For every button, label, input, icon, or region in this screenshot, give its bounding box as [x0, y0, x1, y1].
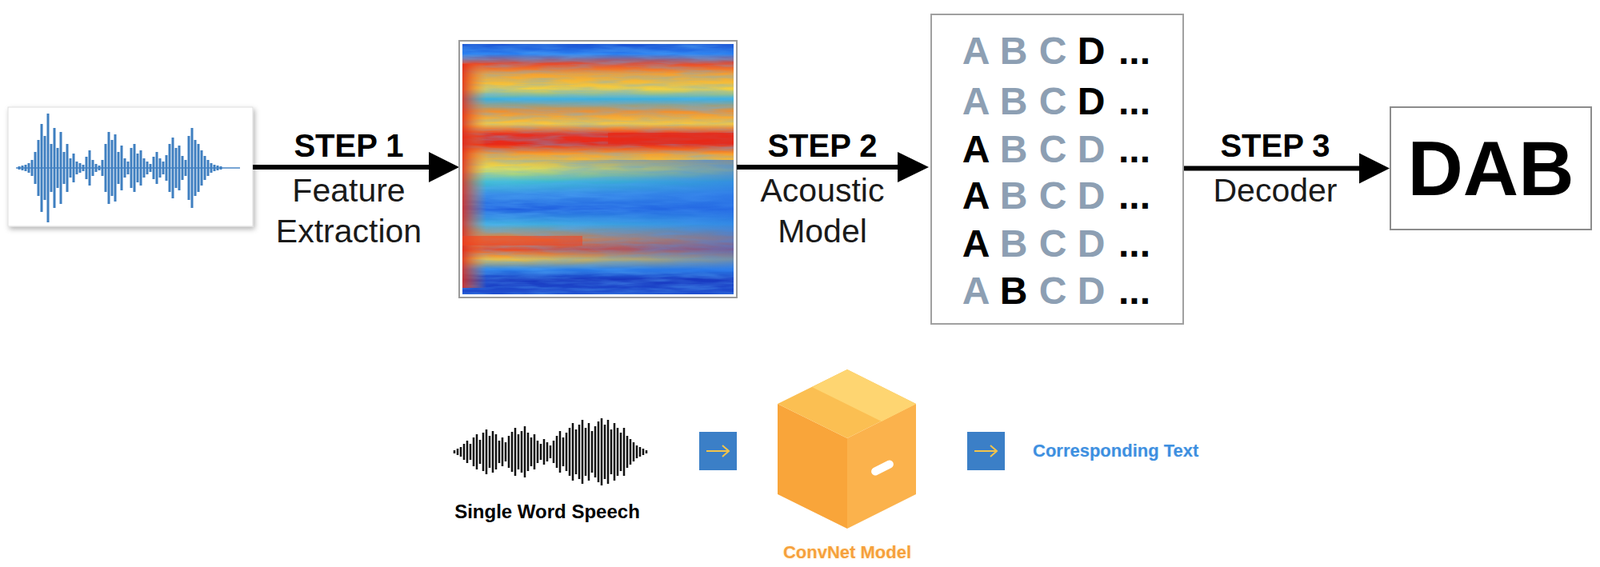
- input-caption: Single Word Speech: [427, 500, 668, 524]
- token-letter: ...: [1118, 79, 1151, 124]
- token-letter: C: [1039, 79, 1068, 124]
- token-letter: A: [962, 127, 991, 172]
- spectrogram: [462, 44, 734, 295]
- token-letter: A: [962, 221, 991, 266]
- token-letter: D: [1077, 28, 1106, 73]
- spectrogram-frame: [459, 40, 737, 298]
- token-letter: D: [1077, 173, 1106, 218]
- token-letter: A: [962, 173, 991, 218]
- token-letter: A: [962, 268, 991, 313]
- token-letter: B: [1000, 268, 1028, 313]
- token-letter: D: [1077, 268, 1106, 313]
- prediction-box: ABCD...ABCD...ABCD...ABCD...ABCD...ABCD.…: [930, 13, 1184, 325]
- output-text: DAB: [1408, 124, 1575, 213]
- waveform: [19, 113, 221, 223]
- token-letter: B: [1000, 173, 1028, 218]
- token-letter: C: [1039, 127, 1068, 172]
- token-letter: B: [1000, 221, 1028, 266]
- arrow-icon: [967, 432, 1005, 471]
- step-arrow-head: [428, 152, 460, 183]
- token-letter: D: [1077, 79, 1106, 124]
- token-letter: ...: [1118, 268, 1151, 313]
- token-letter: ...: [1118, 127, 1151, 172]
- speech-waveform: [454, 418, 647, 486]
- token-letter: A: [962, 28, 991, 73]
- token-letter: B: [1000, 127, 1028, 172]
- step-title: STEP 3: [1183, 128, 1368, 164]
- token-letter: D: [1077, 127, 1106, 172]
- token-letter: C: [1039, 268, 1068, 313]
- token-letter: ...: [1118, 221, 1151, 266]
- connector-line: [1184, 166, 1363, 172]
- token-letter: C: [1039, 173, 1068, 218]
- output-caption: Corresponding Text: [1032, 440, 1289, 463]
- output-box: DAB: [1389, 106, 1592, 231]
- token-letter: B: [1000, 28, 1028, 73]
- step-caption: Decoder: [1183, 170, 1368, 212]
- model-caption: ConvNet Model: [743, 543, 952, 563]
- arrow-head: [1359, 153, 1390, 184]
- token-letter: B: [1000, 79, 1028, 124]
- token-letter: C: [1039, 28, 1068, 73]
- token-letter: ...: [1118, 28, 1151, 73]
- waveform-frame: [8, 107, 253, 227]
- step-arrow-head: [897, 152, 929, 183]
- token-letter: C: [1039, 221, 1068, 266]
- token-letter: ...: [1118, 173, 1151, 218]
- token-letter: D: [1077, 221, 1106, 266]
- step-arrow-line: [736, 164, 901, 170]
- step-caption: Feature Extraction: [244, 170, 453, 252]
- step-title: STEP 1: [256, 128, 441, 164]
- model-cube: [777, 369, 916, 529]
- token-letter: A: [962, 79, 991, 124]
- arrow-icon: [699, 432, 737, 471]
- step-title: STEP 2: [730, 128, 915, 164]
- step-caption: Acoustic Model: [730, 170, 915, 252]
- step-arrow-line: [252, 164, 432, 170]
